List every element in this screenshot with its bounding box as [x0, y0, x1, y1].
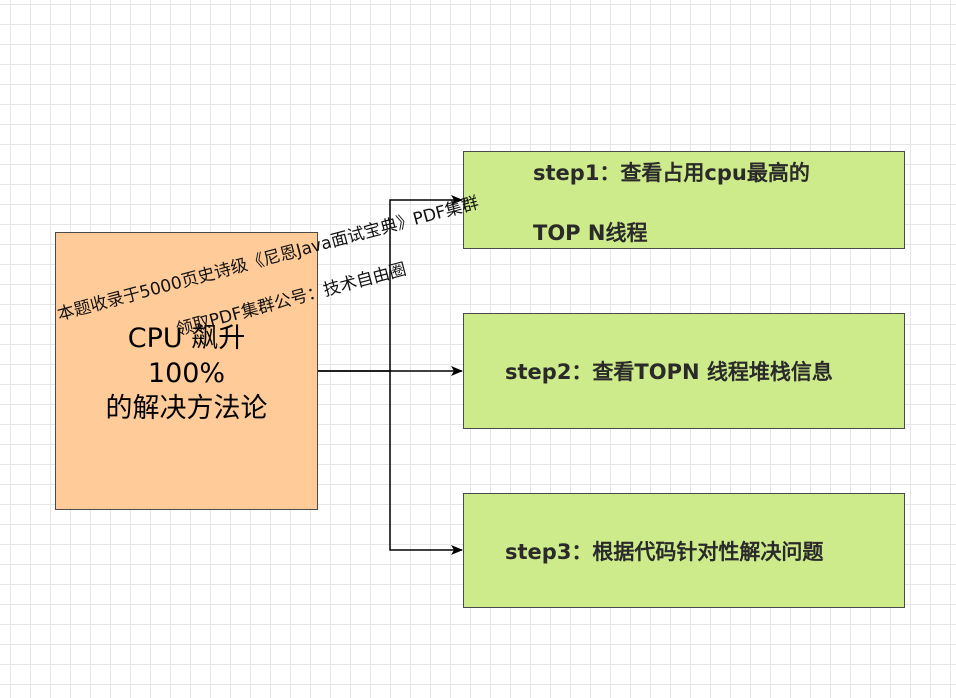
step2-node[interactable]: step2：查看TOPN 线程堆栈信息: [463, 313, 905, 429]
step1-label-line-1: step1：查看占用cpu最高的: [533, 161, 810, 185]
source-node-label: CPU 飙升 100% 的解决方法论: [106, 321, 268, 426]
source-label-line-1: CPU 飙升: [127, 322, 246, 354]
step3-node[interactable]: step3：根据代码针对性解决问题: [463, 493, 905, 608]
source-label-line-2: 100%: [147, 357, 226, 389]
step3-label: step3：根据代码针对性解决问题: [505, 540, 824, 564]
connector-to-step3: [389, 371, 463, 555]
source-label-line-3: 的解决方法论: [105, 392, 268, 424]
source-node-cpu-spike[interactable]: CPU 飙升 100% 的解决方法论: [55, 232, 318, 510]
step1-node[interactable]: step1：查看占用cpu最高的 TOP N线程: [463, 151, 905, 249]
step2-label: step2：查看TOPN 线程堆栈信息: [505, 360, 833, 384]
step1-label-line-2: TOP N线程: [533, 221, 648, 245]
